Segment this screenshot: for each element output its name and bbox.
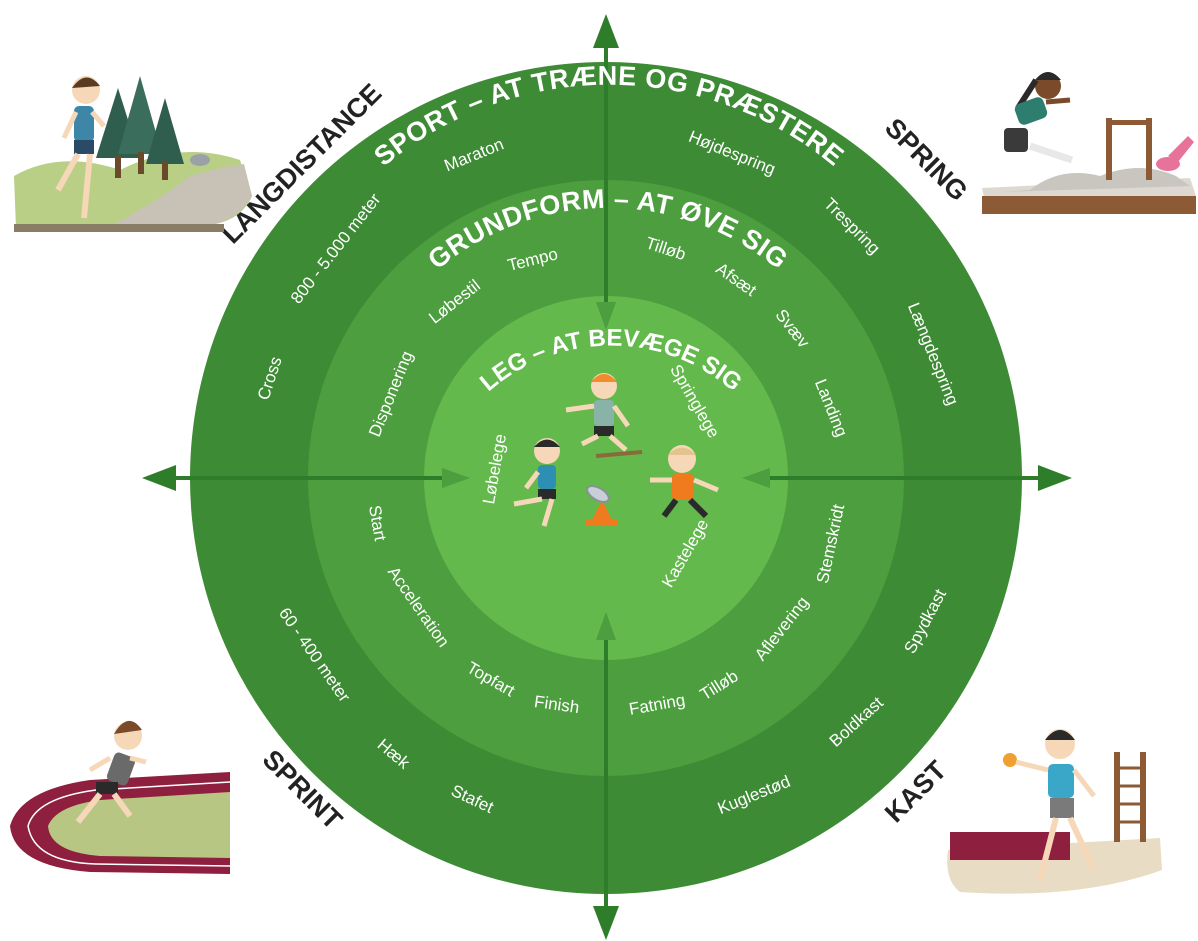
arrow-left-icon [142, 465, 176, 491]
cross-arrows [142, 14, 1072, 940]
shot-put-illustration [947, 729, 1162, 894]
inner-arrow-up-icon [596, 612, 616, 640]
inner-arrow-left-icon [742, 468, 770, 488]
sprint-track-illustration [10, 720, 231, 874]
arrow-up-icon [593, 14, 619, 48]
inner-arrow-right-icon [442, 468, 470, 488]
arrow-down-icon [593, 906, 619, 940]
arrow-right-icon [1038, 465, 1072, 491]
long-jump-sandpit-illustration [982, 72, 1196, 214]
inner-arrow-down-icon [596, 302, 616, 330]
runner-forest-illustration [14, 76, 252, 232]
inner-circle [424, 296, 788, 660]
children-playing-illustration [513, 373, 719, 527]
